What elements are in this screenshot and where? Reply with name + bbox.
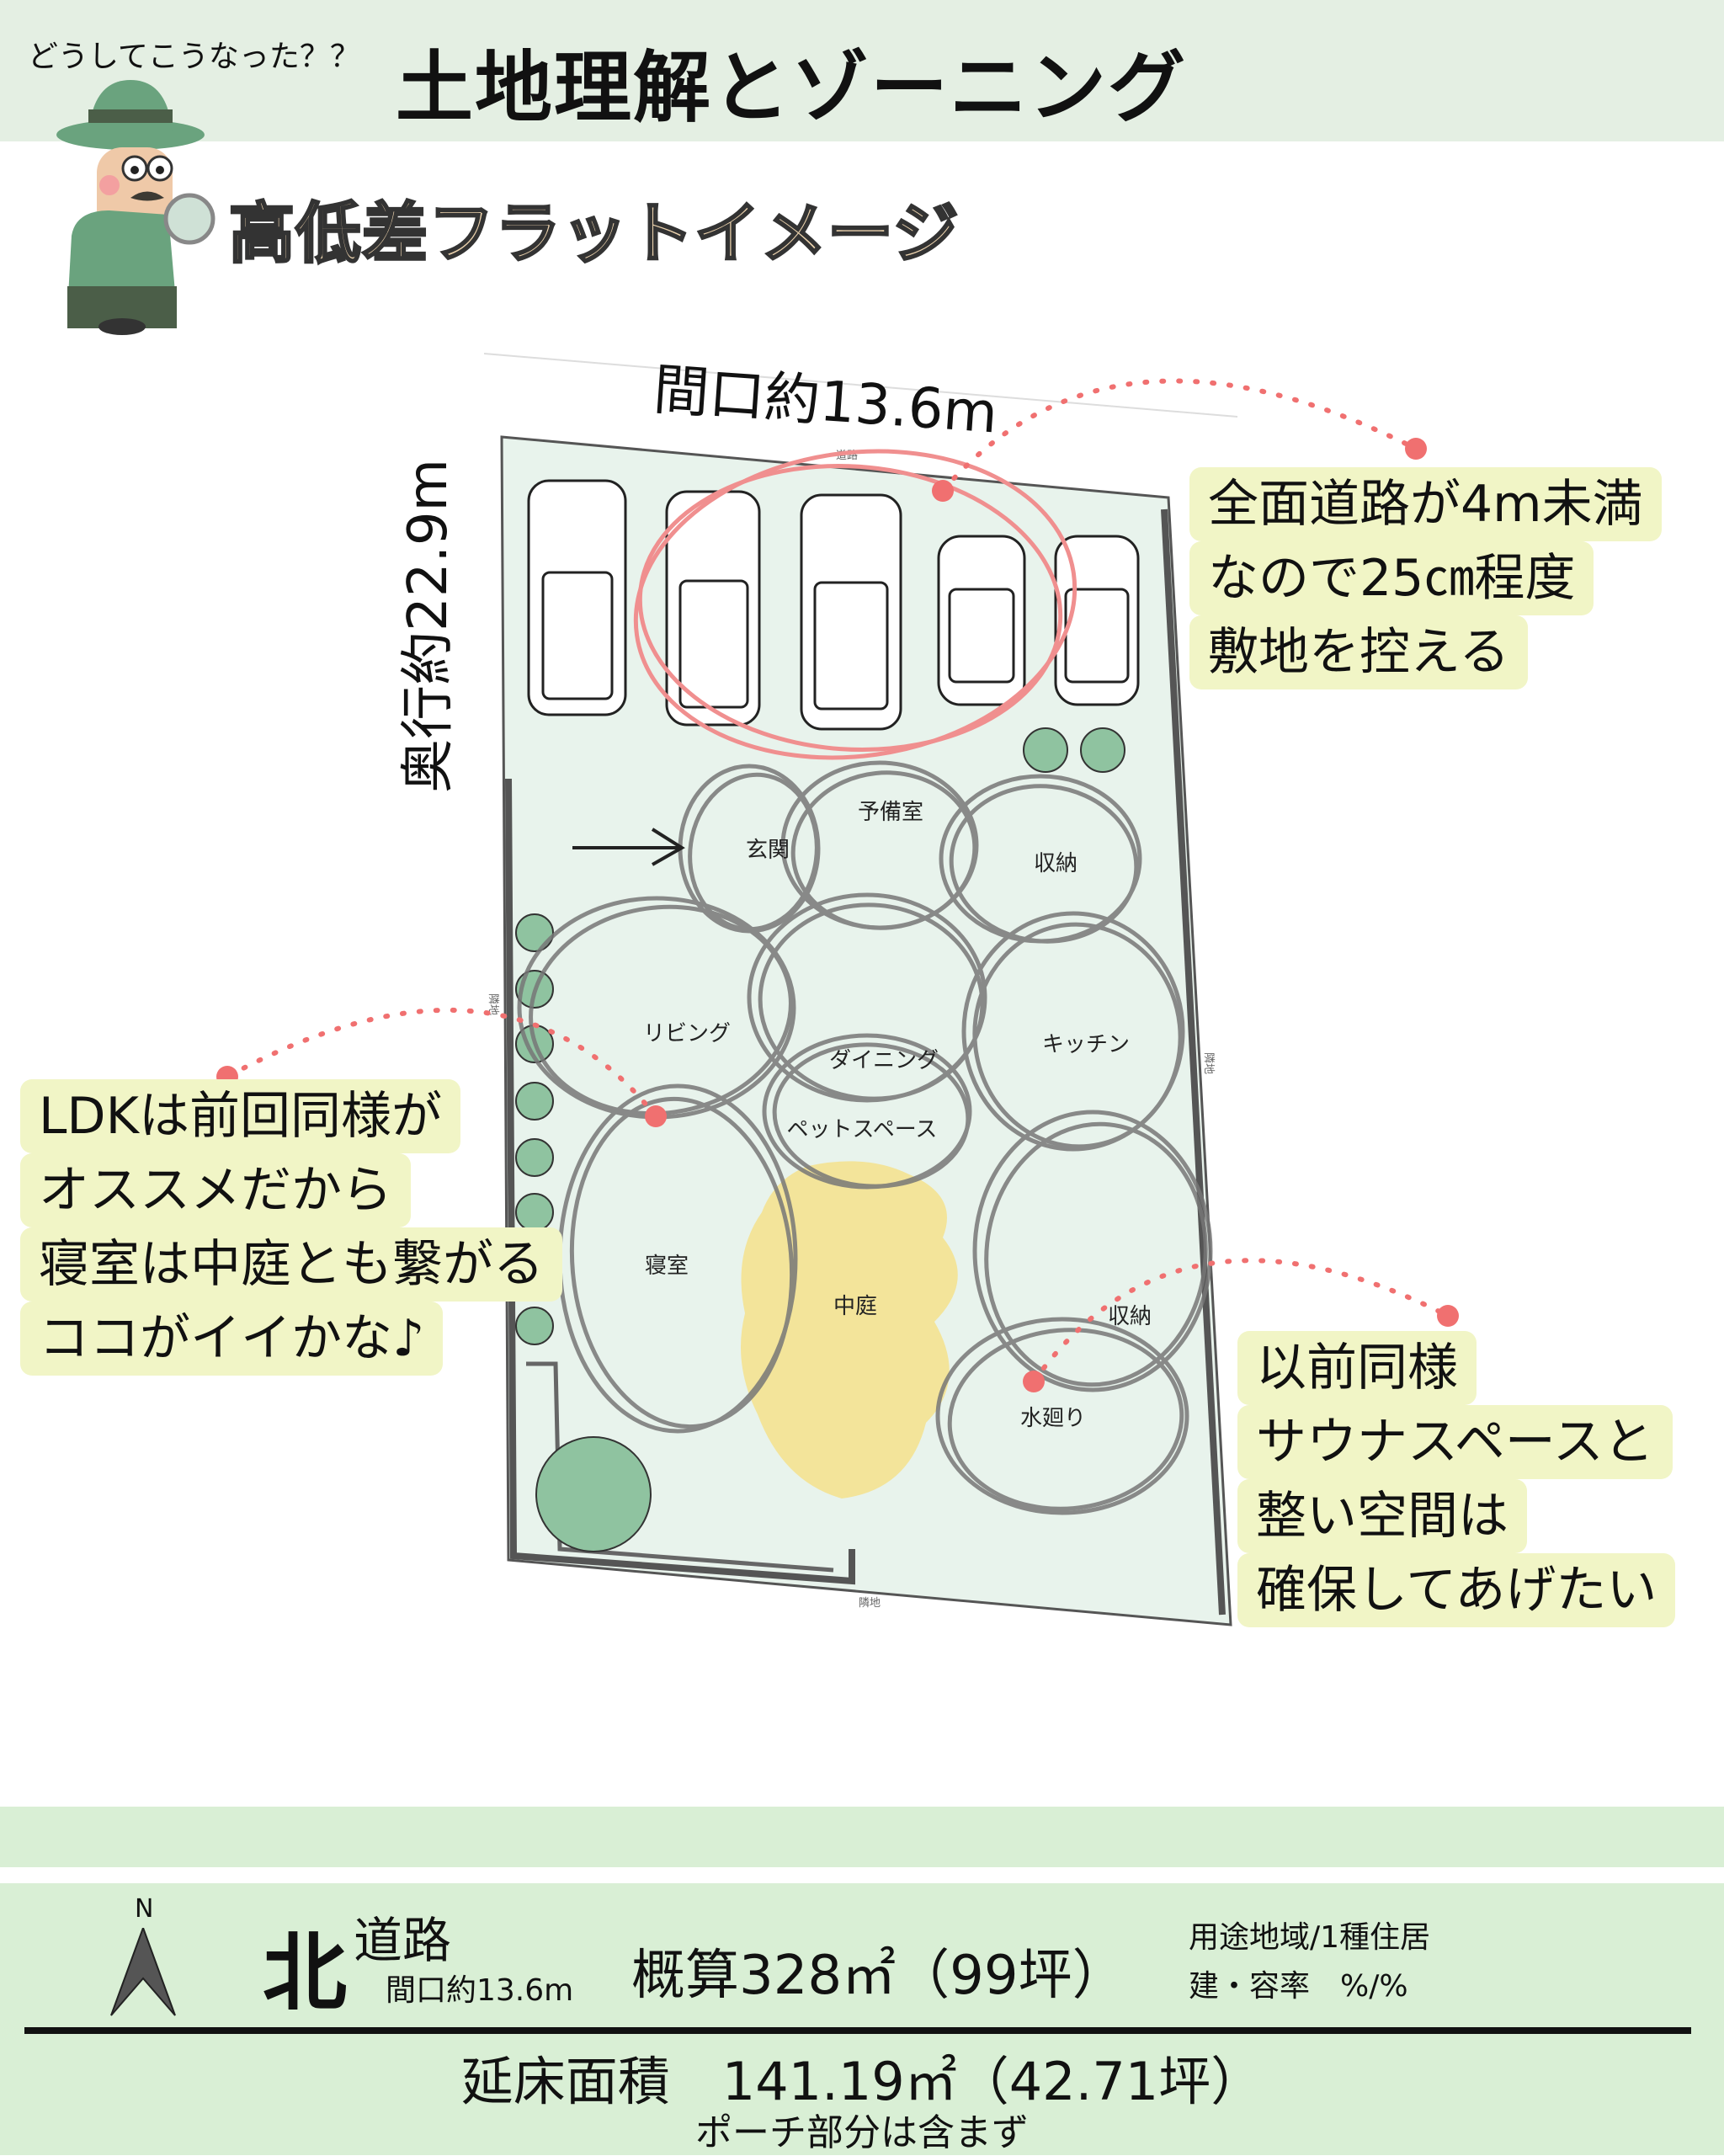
- callout-line: サウナスペースと: [1237, 1405, 1673, 1479]
- room-entrance: 玄関: [746, 838, 790, 863]
- zoning-district: 用途地域/1種住居: [1189, 1920, 1431, 1955]
- detective-illustration: [56, 80, 216, 335]
- callout-road-setback: 全面道路が4m未満 なので25㎝程度 敷地を控える: [1189, 467, 1662, 689]
- north-label: N: [135, 1894, 154, 1924]
- callout-dot: [1405, 438, 1427, 460]
- callout-ldk: LDKは前回同様が オススメだから 寝室は中庭とも繋がる ココがイイかな♪: [20, 1079, 562, 1376]
- room-courtyard: 中庭: [833, 1294, 877, 1319]
- entrance-arrow-icon: [572, 828, 685, 866]
- room-living: リビング: [643, 1021, 731, 1046]
- room-bedroom: 寝室: [645, 1254, 689, 1279]
- callout-dot: [1437, 1305, 1459, 1327]
- room-kitchen: キッチン: [1042, 1032, 1130, 1057]
- callout-line: 寝室は中庭とも繋がる: [20, 1227, 562, 1302]
- callout-dot: [932, 480, 954, 502]
- page-title: 土地理解とゾーニング: [396, 43, 1188, 133]
- neighbor-small-label-right: 隣地: [1202, 1052, 1216, 1074]
- road-setback-highlight: [633, 449, 1078, 760]
- header-subtitle: どうしてこうなった？？: [28, 40, 360, 74]
- footer-divider: [24, 2027, 1691, 2034]
- right-wall: [1161, 508, 1226, 1616]
- callout-dot: [645, 1105, 667, 1127]
- floor-area-note: ポーチ部分は含まず: [695, 2111, 1029, 2154]
- callout-line: 全面道路が4m未満: [1189, 467, 1662, 541]
- site-area: 概算328㎡（99坪）: [631, 1945, 1126, 2007]
- callout-line: 整い空間は: [1237, 1479, 1527, 1553]
- road-label: 道路: [354, 1912, 452, 1969]
- frontage-label: 間口約13.6m: [652, 357, 1000, 445]
- frontage-value: 間口約13.6m: [386, 1973, 574, 2008]
- parking-cars: [527, 479, 1140, 731]
- neighbor-small-label-left: 隣地: [487, 993, 500, 1015]
- room-pet-space: ペットスペース: [787, 1117, 938, 1142]
- boundary-wall: [505, 778, 855, 1585]
- room-storage-2: 収納: [1108, 1304, 1152, 1329]
- footer-band-top: [0, 1807, 1724, 1867]
- depth-label: 奥行約22.9m: [397, 459, 460, 793]
- callout-line: 以前同様: [1237, 1331, 1477, 1405]
- callout-line: 確保してあげたい: [1237, 1553, 1676, 1627]
- zoning-bubbles: [517, 760, 1213, 1515]
- footer-info: [0, 1883, 1724, 2155]
- road-edge-line: [483, 353, 1238, 418]
- neighbor-small-label-bottom: 隣地: [859, 1596, 881, 1610]
- north-arrow-icon: [110, 1928, 176, 2016]
- header-band: [0, 0, 1724, 141]
- callout-line: なので25㎝程度: [1189, 541, 1594, 615]
- section-title: 高低差フラットイメージ: [227, 195, 960, 274]
- room-dining: ダイニング: [829, 1048, 939, 1073]
- room-water: 水廻り: [1020, 1406, 1086, 1431]
- callout-dot: [1023, 1371, 1045, 1392]
- road-direction: 北: [263, 1924, 347, 2022]
- room-storage-1: 収納: [1034, 851, 1078, 876]
- callout-sauna: 以前同様 サウナスペースと 整い空間は 確保してあげたい: [1237, 1331, 1676, 1627]
- total-floor-area: 延床面積 141.19㎡（42.71坪）: [460, 2051, 1264, 2112]
- coverage-ratio: 建・容率 %/%: [1189, 1969, 1408, 2004]
- callout-line: ココがイイかな♪: [20, 1302, 444, 1376]
- callout-line: オススメだから: [20, 1153, 411, 1227]
- callout-connectors: [225, 378, 1450, 1384]
- callout-line: LDKは前回同様が: [20, 1079, 460, 1153]
- room-spare: 予備室: [858, 800, 923, 825]
- callout-line: 敷地を控える: [1189, 615, 1529, 689]
